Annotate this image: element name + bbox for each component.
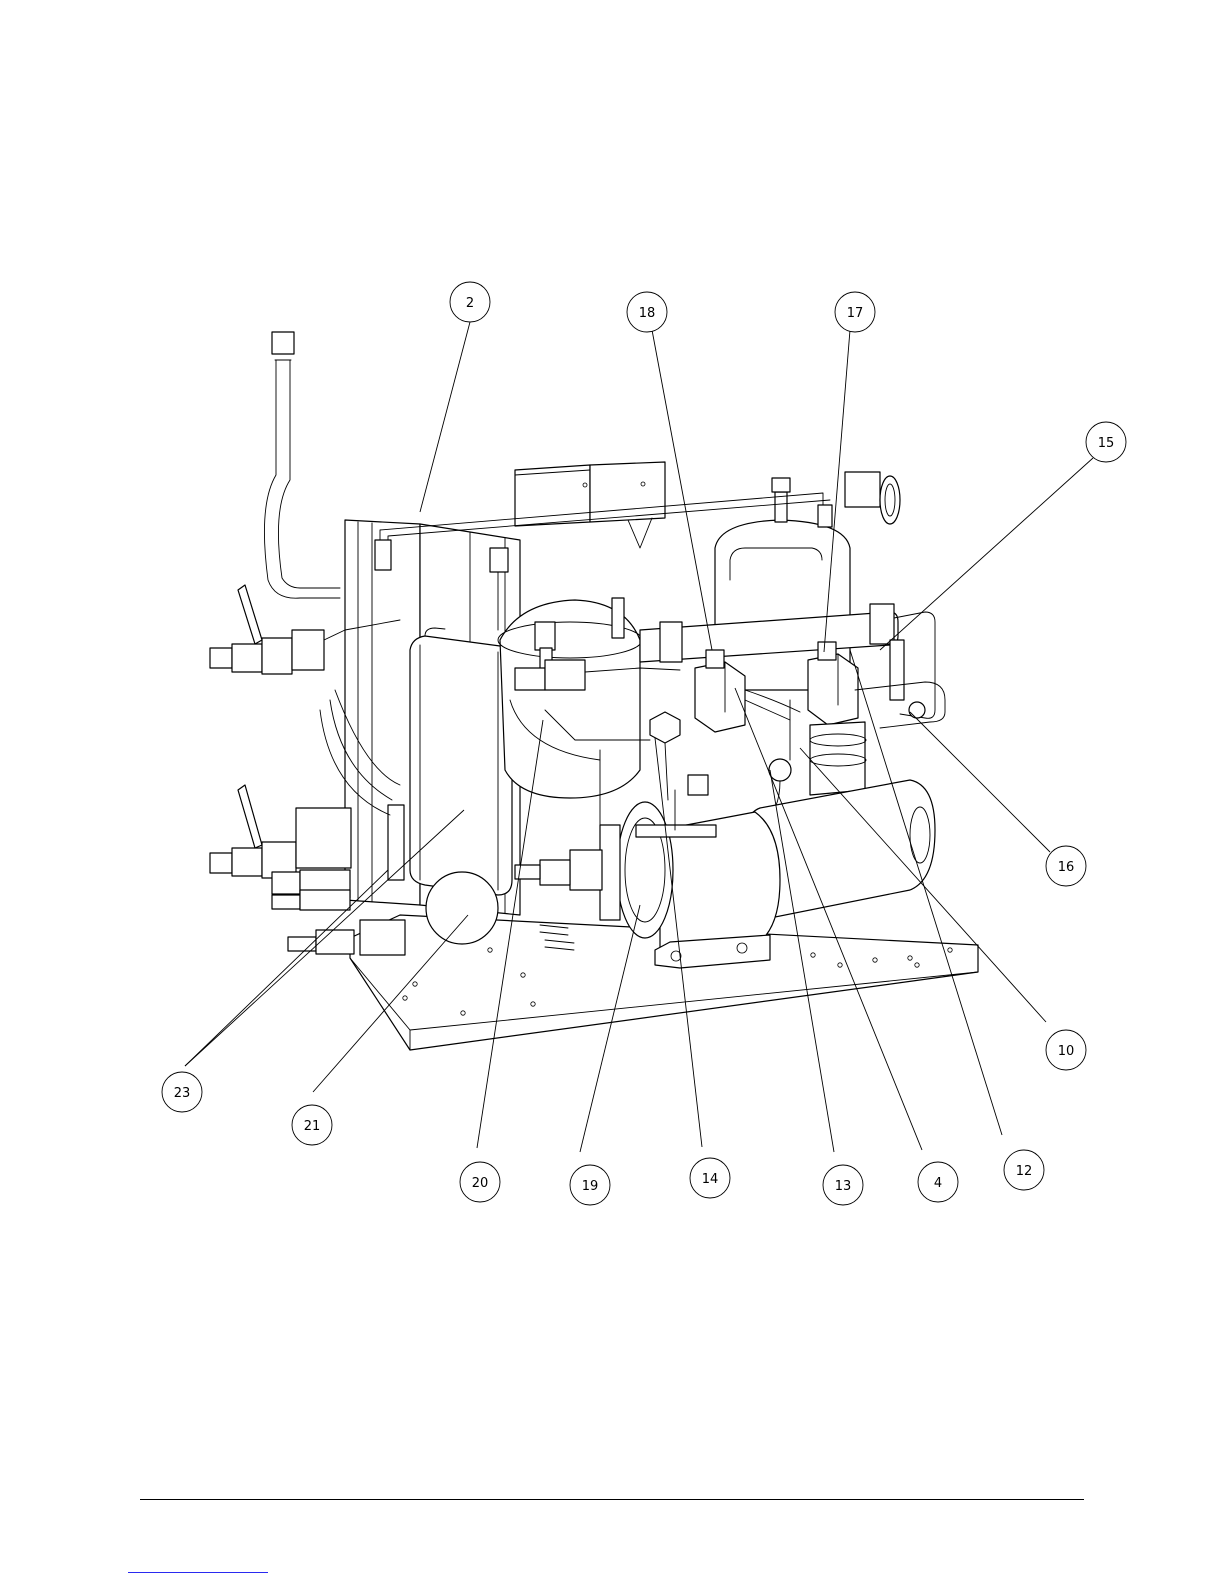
callout-15: 15 [1086, 422, 1126, 462]
callout-label: 20 [472, 1176, 489, 1191]
callout-4: 4 [918, 1162, 958, 1202]
callout-label: 18 [639, 306, 656, 321]
callout-label: 21 [304, 1119, 321, 1134]
callout-16: 16 [1046, 846, 1086, 886]
callout-2: 2 [450, 282, 490, 322]
suction-line [264, 332, 340, 598]
condenser-block [410, 628, 512, 895]
callout-label: 2 [466, 296, 474, 311]
electrical-housing [515, 462, 665, 548]
lower-motor [810, 722, 866, 795]
callout-label: 16 [1058, 860, 1075, 875]
callout-14: 14 [690, 1158, 730, 1198]
callout-label: 13 [835, 1179, 852, 1194]
footer-link-underline[interactable] [128, 1572, 268, 1573]
callout-21: 21 [292, 1105, 332, 1145]
callout-18: 18 [627, 292, 667, 332]
callout-17: 17 [835, 292, 875, 332]
callout-label: 23 [174, 1086, 191, 1101]
receiver-cylinder [426, 872, 498, 944]
callout-19: 19 [570, 1165, 610, 1205]
callout-label: 19 [582, 1179, 599, 1194]
callout-12: 12 [1004, 1150, 1044, 1190]
callout-23: 23 [162, 1072, 202, 1112]
callout-label: 4 [934, 1176, 942, 1191]
callout-13: 13 [823, 1165, 863, 1205]
callout-label: 17 [847, 306, 864, 321]
footer-rule [140, 1499, 1084, 1500]
callout-10: 10 [1046, 1030, 1086, 1070]
callout-label: 14 [702, 1172, 719, 1187]
callouts: 2 18 17 15 16 10 12 4 [162, 282, 1126, 1205]
callout-label: 15 [1098, 436, 1115, 451]
callout-20: 20 [460, 1162, 500, 1202]
callout-label: 12 [1016, 1164, 1033, 1179]
callout-label: 10 [1058, 1044, 1075, 1059]
